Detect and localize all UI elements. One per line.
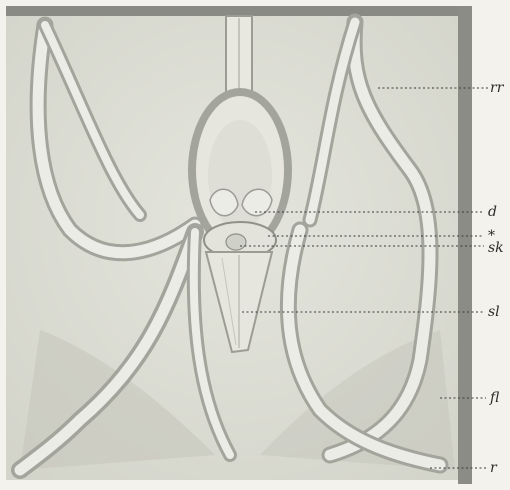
label-sk: sk (488, 240, 504, 256)
label-d: d (488, 204, 497, 220)
label-sl: sl (488, 304, 500, 320)
neural-tube (226, 16, 252, 96)
figure-labels: rr d * sk sl fl r (488, 80, 505, 476)
label-fl: fl (489, 390, 500, 406)
label-r: r (490, 460, 498, 476)
frame-right (458, 6, 472, 484)
frame-top (6, 6, 472, 16)
label-rr: rr (490, 80, 505, 96)
